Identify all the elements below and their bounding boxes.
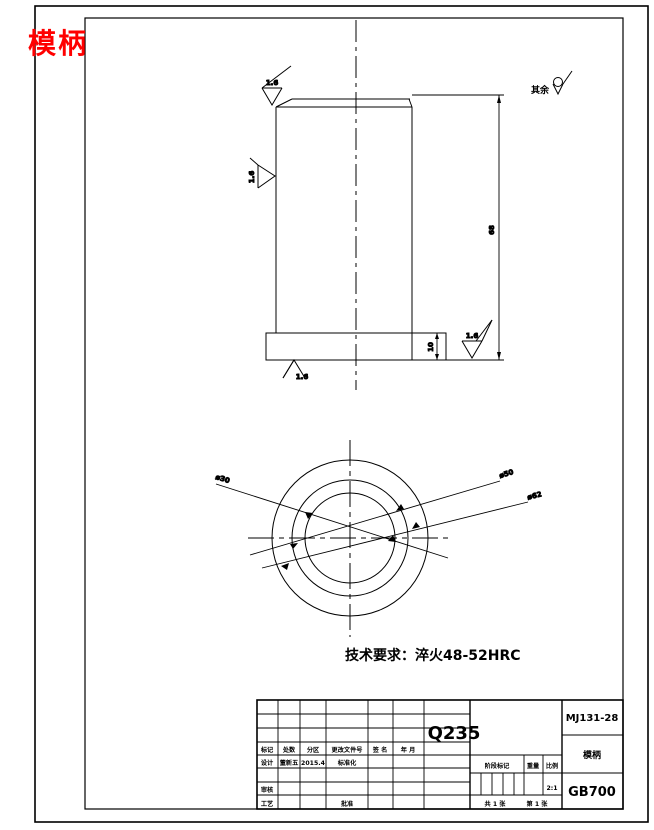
role-labels: 设计 董新五 2015.4 标准化 审核 工艺 批准 <box>261 759 357 808</box>
dimension-total-height: 68 <box>412 94 504 361</box>
remainder-label: 其余 <box>531 84 550 96</box>
arrow-bottom <box>497 352 501 360</box>
arrow-up <box>435 333 439 339</box>
title-block-center-grid <box>470 700 563 809</box>
chamfer-left <box>275 98 293 108</box>
arrow-a <box>305 512 313 519</box>
center-labels: 阶段标记 重量 比例 2:1 共 1 张 第 1 张 <box>485 762 559 808</box>
leader-line <box>249 480 501 556</box>
scale-value: 2:1 <box>546 785 557 792</box>
roughness-value-bottom: 1.6 <box>296 373 309 381</box>
diameter-dimensions: ø30 ø50 ø62 <box>214 468 543 570</box>
roughness-value-top: 1.6 <box>266 79 279 87</box>
arrow-down <box>435 354 439 360</box>
leader-line <box>261 65 292 89</box>
dim-text-shank-diameter: ø50 <box>498 468 514 480</box>
role-approve: 批准 <box>341 800 354 808</box>
remainder-roughness-note: 其余 <box>531 70 573 96</box>
weight-label: 重量 <box>527 762 540 770</box>
th-count: 处数 <box>282 746 296 754</box>
role-review: 审核 <box>261 786 274 794</box>
sheet-index: 第 1 张 <box>526 800 549 808</box>
sheet-total: 共 1 张 <box>485 800 507 808</box>
role-standardize: 标准化 <box>337 759 357 767</box>
diameter-shank-leader: ø50 <box>249 468 515 556</box>
front-view <box>265 20 447 390</box>
remainder-triangle <box>552 83 564 96</box>
title-block-left-grid <box>257 700 471 809</box>
triangle-glyph <box>282 359 306 379</box>
th-docno: 更改文件号 <box>332 746 363 754</box>
roughness-symbol-flange-right: 1.6 <box>461 319 493 359</box>
roughness-symbol-top-chamfer: 1.6 <box>261 65 292 106</box>
dim-text-flange-diameter: ø62 <box>526 490 542 501</box>
dimension-flange-thickness: 10 <box>427 333 439 360</box>
sheet-outer-border <box>34 5 649 823</box>
triangle-glyph <box>461 340 483 359</box>
arrow-a <box>281 563 289 570</box>
leader-line <box>261 501 529 569</box>
bottom-view <box>248 440 452 637</box>
arrow-b <box>388 535 396 542</box>
roughness-value-left: 1.6 <box>248 171 256 184</box>
chamfer-right <box>408 98 413 108</box>
role-process: 工艺 <box>261 800 273 808</box>
th-mark: 标记 <box>260 746 274 754</box>
unmachined-circle <box>553 77 563 87</box>
remainder-tail <box>562 70 573 85</box>
th-date: 年 月 <box>401 746 416 754</box>
diameter-bore-leader: ø30 <box>214 473 449 559</box>
triangle-glyph <box>261 87 283 106</box>
roughness-symbol-bottom-face: 1.6 <box>282 359 309 382</box>
stage-mark-label: 阶段标记 <box>485 762 511 770</box>
leader-line <box>475 319 493 342</box>
title-block-right-grid <box>562 734 623 774</box>
standard-code: GB700 <box>568 785 616 800</box>
leader-line <box>215 483 449 559</box>
arrow-a <box>290 543 298 549</box>
right-block-values: MJ131-28 模柄 GB700 <box>566 713 619 800</box>
page-title-red: 模柄 <box>28 27 89 60</box>
leader-line <box>249 157 259 166</box>
technical-requirement-note: 技术要求：淬火48-52HRC <box>345 648 521 664</box>
diameter-flange-leader: ø62 <box>261 490 543 570</box>
part-name: 模柄 <box>583 749 601 761</box>
title-block-frame <box>256 699 624 810</box>
roughness-symbol-left-body: 1.6 <box>248 157 276 189</box>
dim-text-bore-diameter: ø30 <box>214 473 230 485</box>
arrow-b <box>412 522 420 529</box>
revision-header-labels: 标记 处数 分区 更改文件号 签 名 年 月 <box>260 746 415 754</box>
arrow-top <box>497 95 501 103</box>
triangle-glyph <box>257 164 276 189</box>
role-design: 设计 <box>261 759 274 767</box>
design-name: 董新五 <box>280 759 299 767</box>
roughness-value-flange: 1.6 <box>466 332 479 340</box>
scale-label: 比例 <box>546 762 558 770</box>
title-block: 标记 处数 分区 更改文件号 签 名 年 月 设计 董新五 2015.4 标准化… <box>256 699 624 810</box>
arrow-b <box>396 504 404 511</box>
sheet-inner-border <box>84 17 624 810</box>
material-value: Q235 <box>428 723 481 744</box>
triangle-tail <box>481 319 493 342</box>
th-sign: 签 名 <box>372 746 388 754</box>
dim-text-flange-thickness: 10 <box>427 342 435 352</box>
drawing-number: MJ131-28 <box>566 713 619 724</box>
th-zone: 分区 <box>307 746 320 754</box>
dim-text-total-height: 68 <box>488 225 496 235</box>
design-date: 2015.4 <box>301 760 326 767</box>
